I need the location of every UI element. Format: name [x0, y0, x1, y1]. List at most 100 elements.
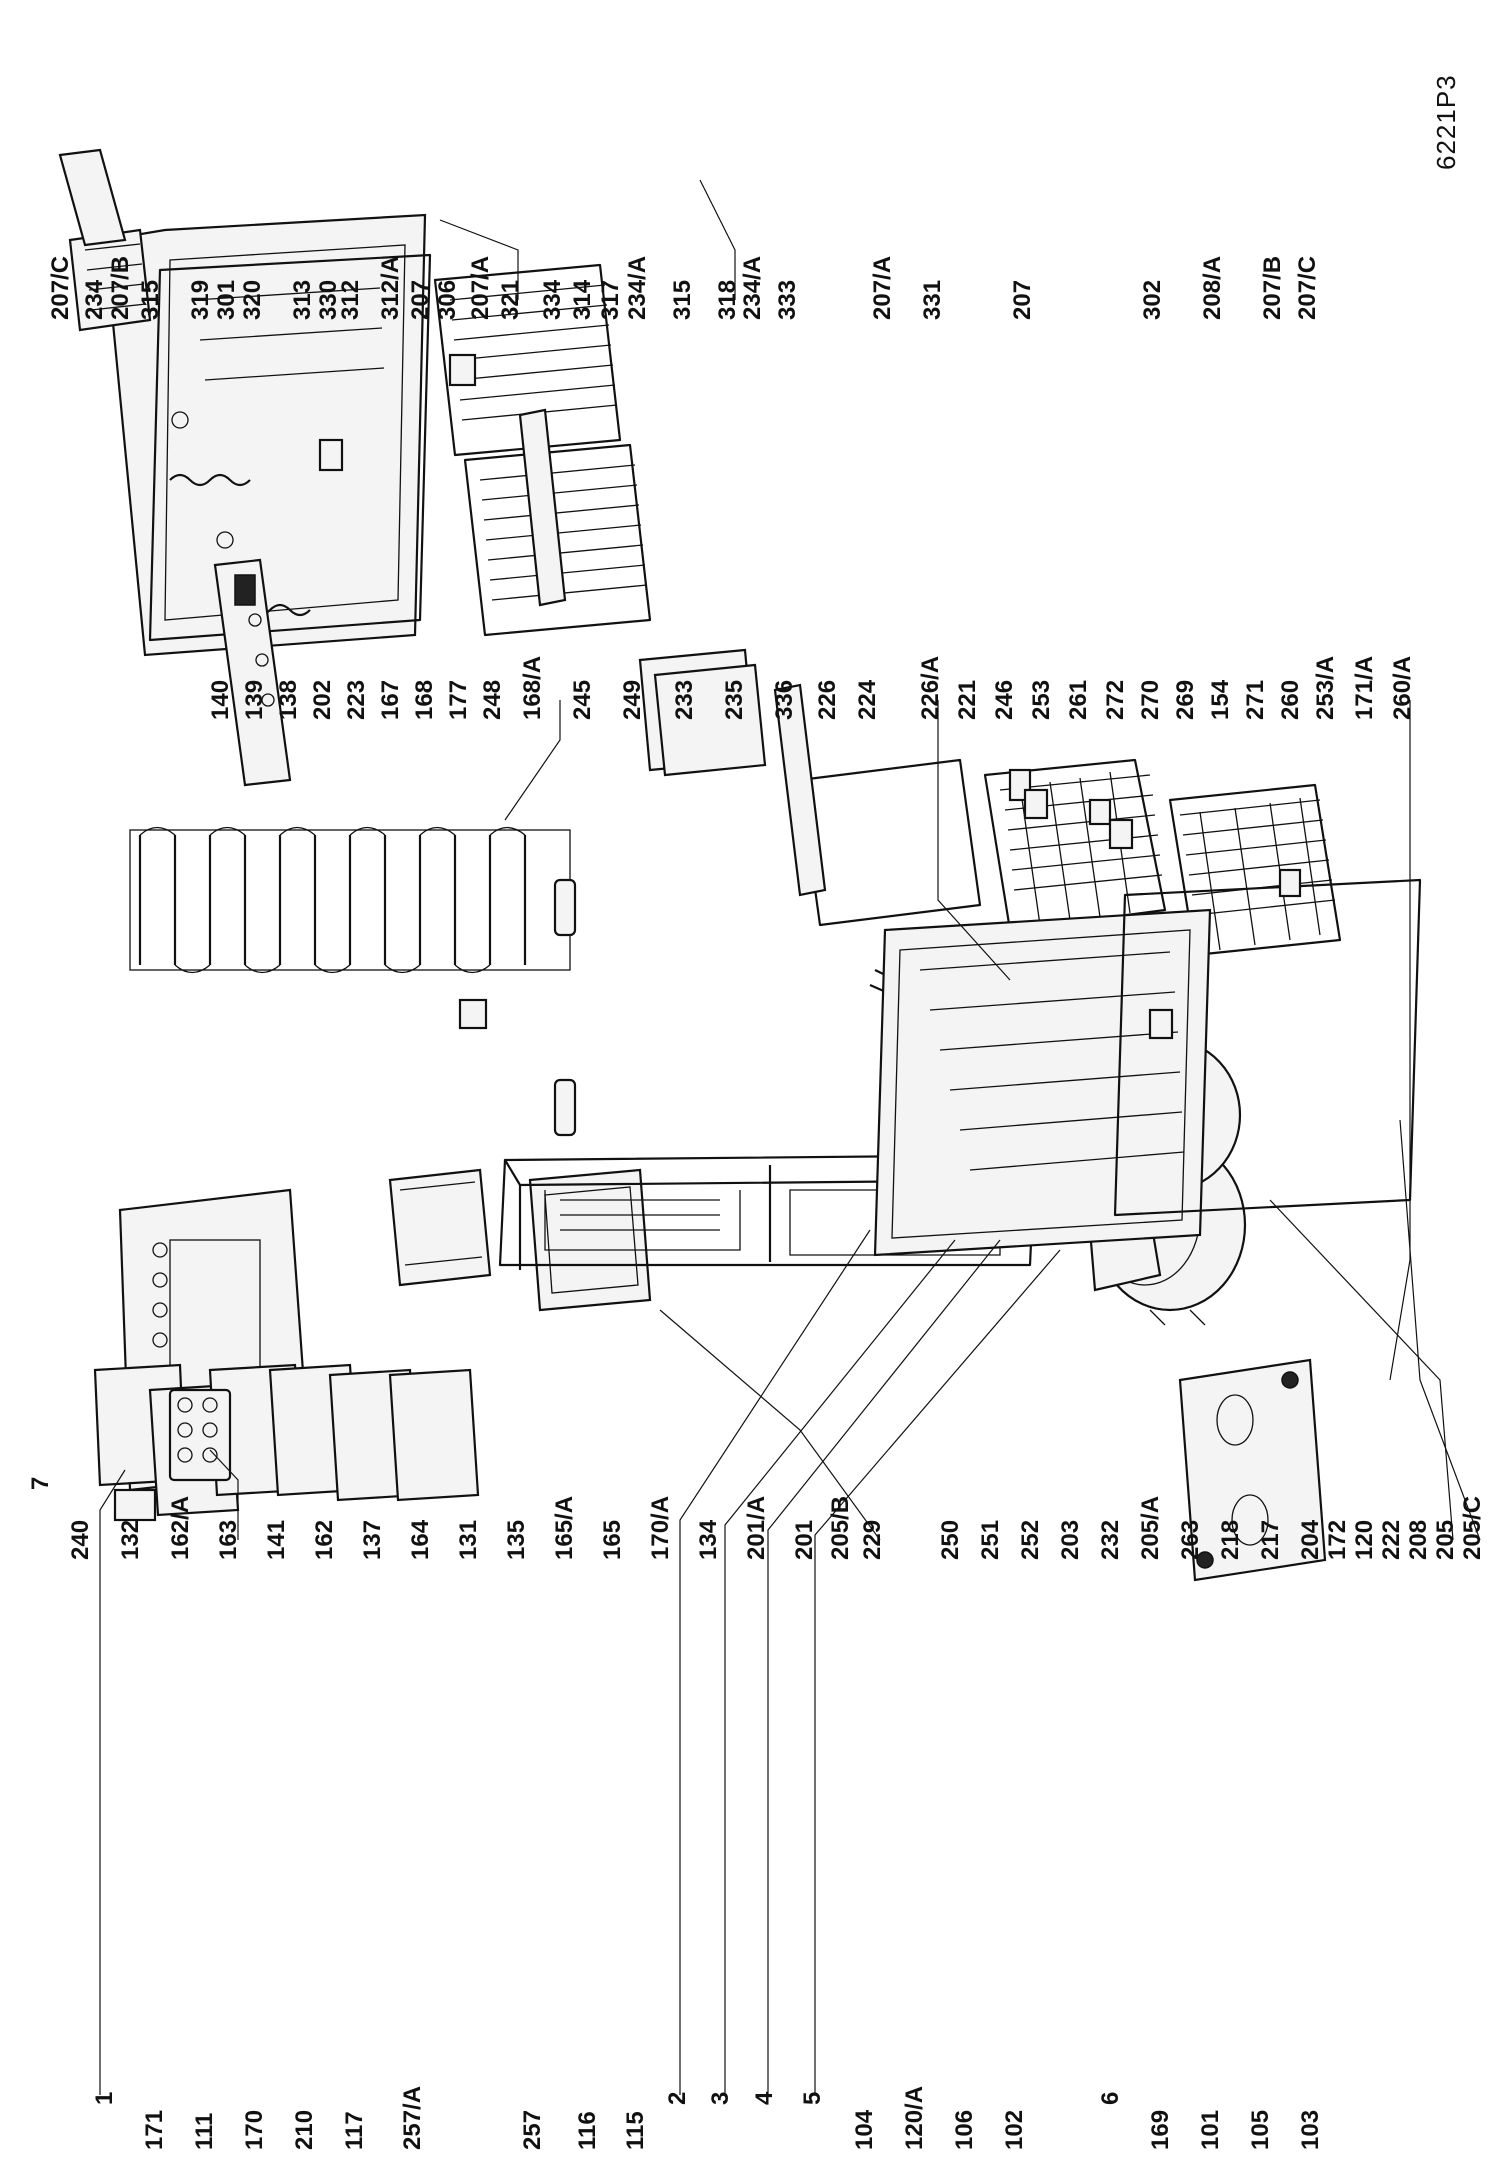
drawer-257a	[388, 1168, 492, 1287]
label-202: 202	[309, 680, 336, 720]
label-137: 137	[359, 1520, 386, 1560]
label-102: 102	[1001, 2110, 1028, 2150]
label-208a: 208/A	[1199, 256, 1226, 320]
label-234-top: 234	[81, 279, 108, 320]
label-317: 317	[597, 280, 624, 320]
label-101: 101	[1197, 2110, 1224, 2150]
label-169: 169	[1147, 2110, 1174, 2150]
label-260a: 260/A	[1389, 656, 1416, 720]
label-207c-lower: 207/C	[1294, 256, 1321, 320]
label-5: 5	[799, 2092, 826, 2105]
label-207c-top: 207/C	[47, 256, 74, 320]
compressor-base-plate	[1178, 1358, 1327, 1582]
label-301: 301	[213, 280, 240, 320]
label-223: 223	[343, 680, 370, 720]
label-167: 167	[377, 680, 404, 720]
label-245: 245	[569, 680, 596, 720]
freezer-door	[873, 908, 1212, 1257]
label-134: 134	[695, 1519, 722, 1560]
label-269: 269	[1172, 680, 1199, 720]
label-170a: 170/A	[647, 1496, 674, 1560]
label-226a: 226/A	[917, 656, 944, 720]
label-116: 116	[574, 2111, 601, 2150]
label-270: 270	[1137, 680, 1164, 720]
label-321: 321	[497, 280, 524, 320]
label-313: 313	[289, 280, 316, 320]
label-221: 221	[954, 680, 981, 720]
light-cover	[58, 148, 127, 247]
label-177: 177	[445, 680, 472, 720]
label-331: 331	[919, 280, 946, 320]
label-201a: 201/A	[743, 1496, 770, 1560]
label-271: 271	[1242, 680, 1269, 720]
label-171: 171	[141, 2110, 168, 2150]
wire-shelf-lower	[463, 443, 652, 637]
label-3: 3	[707, 2092, 734, 2105]
label-312a: 312/A	[377, 256, 404, 320]
label-120a: 120/A	[901, 2086, 928, 2150]
label-168a: 168/A	[519, 656, 546, 720]
label-240: 240	[67, 1520, 94, 1560]
label-201: 201	[791, 1520, 818, 1560]
door-bar-333	[773, 683, 827, 897]
label-250: 250	[937, 1520, 964, 1560]
label-263: 263	[1177, 1520, 1204, 1560]
label-315-top: 315	[137, 280, 164, 320]
label-229: 229	[859, 1520, 886, 1560]
label-132: 132	[117, 1520, 144, 1560]
label-234a-upper: 234/A	[624, 256, 651, 320]
label-7: 7	[27, 1477, 54, 1490]
label-154: 154	[1207, 679, 1234, 720]
label-103: 103	[1297, 2110, 1324, 2150]
label-205b: 205/B	[827, 1496, 854, 1560]
label-165a: 165/A	[551, 1496, 578, 1560]
label-330: 330	[315, 280, 342, 320]
label-318: 318	[714, 280, 741, 320]
label-205c: 205/C	[1459, 1496, 1486, 1560]
label-165: 165	[599, 1520, 626, 1560]
label-235: 235	[721, 680, 748, 720]
label-207-lower: 207	[1009, 280, 1036, 320]
label-168: 168	[411, 680, 438, 720]
label-207b-lower: 207/B	[1259, 256, 1286, 320]
label-253: 253	[1028, 680, 1055, 720]
fridge-door-gasket	[148, 253, 432, 642]
label-257a: 257/A	[399, 2086, 426, 2150]
label-207a-upper: 207/A	[467, 256, 494, 320]
label-249: 249	[619, 680, 646, 720]
label-226: 226	[814, 680, 841, 720]
label-314: 314	[569, 279, 596, 320]
label-333: 333	[774, 280, 801, 320]
label-207b-top: 207/B	[107, 256, 134, 320]
label-224: 224	[854, 679, 881, 720]
drawing-code: 6221P3	[1431, 74, 1461, 170]
label-261: 261	[1065, 680, 1092, 720]
label-218: 218	[1217, 1520, 1244, 1560]
label-162: 162	[311, 1520, 338, 1560]
labels-right-column: 207/C 234 207/B 315 319 301 320 313 330 …	[47, 256, 1321, 320]
control-housing	[213, 558, 292, 787]
label-302: 302	[1139, 280, 1166, 320]
label-252: 252	[1017, 1520, 1044, 1560]
label-336: 336	[771, 680, 798, 720]
label-205: 205	[1432, 1520, 1459, 1560]
label-162a: 162/A	[167, 1496, 194, 1560]
label-207a-lower: 207/A	[869, 256, 896, 320]
fridge-door	[103, 213, 427, 657]
glass-shelf	[798, 758, 982, 927]
freezer-basket	[983, 758, 1167, 932]
label-222: 222	[1378, 1520, 1405, 1560]
label-248: 248	[479, 680, 506, 720]
label-170: 170	[241, 2110, 268, 2150]
label-104: 104	[851, 2109, 878, 2150]
label-204: 204	[1297, 1519, 1324, 1560]
label-306: 306	[434, 280, 461, 320]
label-106: 106	[951, 2110, 978, 2150]
label-138: 138	[275, 680, 302, 720]
label-246: 246	[991, 680, 1018, 720]
label-6: 6	[1097, 2092, 1124, 2105]
filter-drier	[553, 878, 577, 1137]
label-203: 203	[1057, 1520, 1084, 1560]
hinge-brackets	[318, 353, 1302, 1040]
